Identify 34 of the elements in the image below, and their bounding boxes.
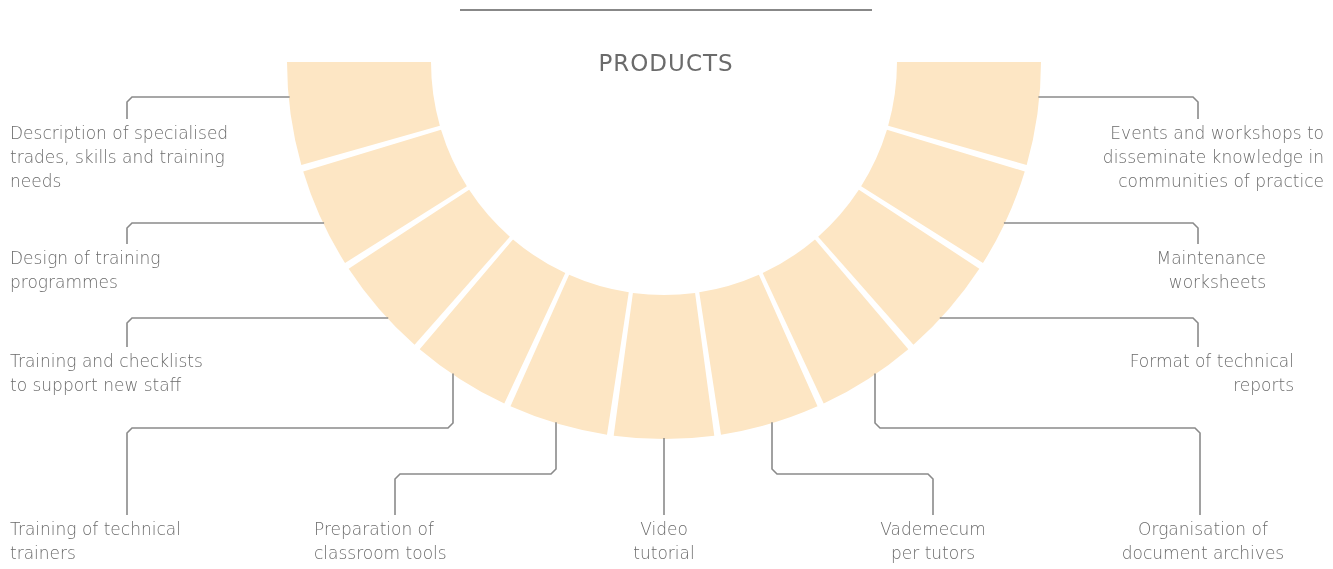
arc-segment bbox=[419, 239, 566, 404]
product-label: Training of technical trainers bbox=[10, 517, 225, 565]
arc-segment bbox=[287, 62, 440, 165]
leader-line bbox=[771, 421, 934, 516]
product-label: Design of training programmes bbox=[10, 246, 225, 294]
leader-line bbox=[663, 437, 665, 516]
arc-segment bbox=[303, 129, 467, 263]
product-label: Events and workshops to disseminate knowledge in communities of practice bbox=[1074, 121, 1324, 193]
arc-segment bbox=[762, 239, 909, 404]
product-label: Vademecum per tutors bbox=[868, 517, 998, 565]
product-label: Maintenance worksheets bbox=[1100, 246, 1266, 294]
arc-segment bbox=[888, 62, 1041, 165]
arc-segment bbox=[510, 274, 629, 435]
leader-line bbox=[126, 372, 454, 516]
arc-segment bbox=[861, 129, 1025, 263]
product-label: Format of technical reports bbox=[1082, 349, 1294, 397]
leader-line bbox=[126, 222, 325, 245]
product-label: Preparation of classroom tools bbox=[314, 517, 484, 565]
arc-segment bbox=[613, 292, 715, 439]
leader-line bbox=[1003, 222, 1199, 245]
leader-line bbox=[394, 421, 557, 516]
leader-line bbox=[126, 96, 291, 120]
title: PRODUCTS bbox=[597, 50, 735, 76]
product-label: Organisation of document archives bbox=[1098, 517, 1308, 565]
leader-line bbox=[938, 317, 1199, 348]
product-label: Video tutorial bbox=[624, 517, 704, 565]
arc-segment bbox=[699, 274, 818, 435]
arc-segment bbox=[818, 189, 980, 345]
leader-line bbox=[126, 317, 390, 348]
product-label: Training and checklists to support new staff bbox=[10, 349, 225, 397]
leader-line bbox=[874, 372, 1201, 516]
product-label: Description of specialised trades, skills and training needs bbox=[10, 121, 265, 193]
arc-segment bbox=[348, 189, 510, 345]
leader-line bbox=[1037, 96, 1199, 120]
